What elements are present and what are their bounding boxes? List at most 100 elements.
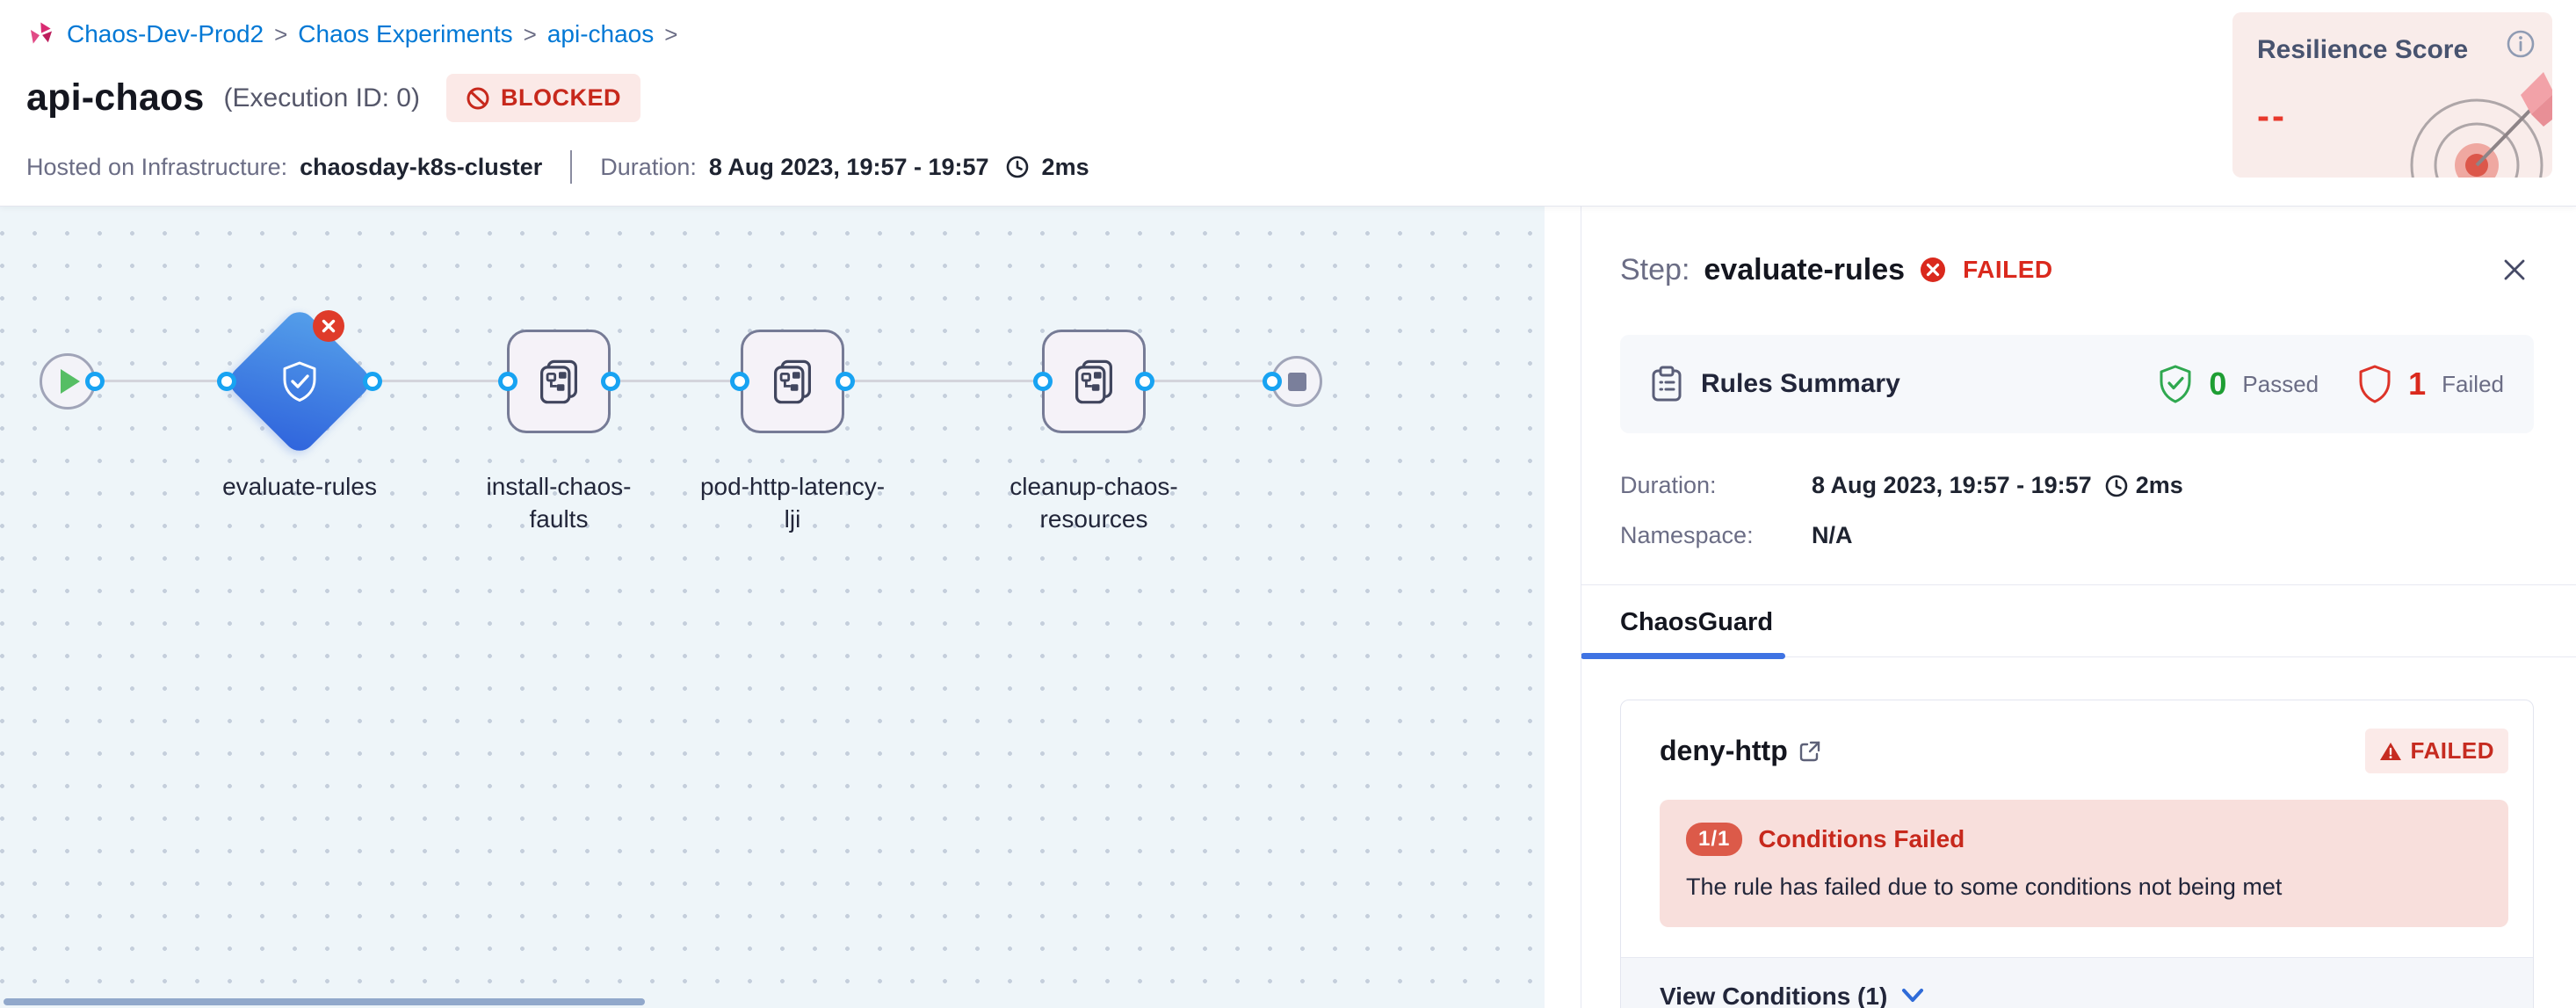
target-illustration — [2410, 72, 2552, 178]
shield-passed-icon — [2160, 365, 2191, 403]
duration-value: 8 Aug 2023, 19:57 - 19:57 — [708, 153, 989, 180]
duration-value: 8 Aug 2023, 19:57 - 19:57 — [1812, 472, 2092, 498]
connector-port — [1135, 372, 1154, 391]
chaos-fault-icon — [1075, 359, 1112, 404]
pipeline-canvas[interactable]: evaluate-rules install-chaos- faults pod… — [0, 207, 1545, 1008]
experiment-meta-row: Hosted on Infrastructure: chaosday-k8s-c… — [26, 150, 2576, 184]
resilience-score-card: Resilience Score -- — [2232, 12, 2552, 178]
pipeline-connector-line — [95, 380, 1272, 382]
shield-failed-icon — [2359, 365, 2391, 403]
conditions-failed-message: The rule has failed due to some conditio… — [1686, 874, 2283, 900]
node-label-cleanup-chaos-resources: cleanup-chaos- resources — [1009, 473, 1178, 533]
conditions-failed-alert: 1/1 Conditions Failed The rule has faile… — [1660, 800, 2508, 927]
failed-status-icon — [1921, 257, 1946, 282]
duration-row: Duration: 8 Aug 2023, 19:57 - 19:57 2ms — [1620, 472, 2534, 499]
hosted-on-label: Hosted on Infrastructure: — [26, 153, 288, 180]
chaos-fault-icon — [774, 359, 811, 404]
node-label-pod-http-latency: pod-http-latency- lji — [699, 473, 886, 533]
chaos-module-icon — [30, 22, 53, 44]
breadcrumb-link-experiment[interactable]: api-chaos — [546, 20, 655, 47]
node-label-install-chaos-faults: install-chaos- faults — [486, 473, 632, 533]
breadcrumb: Chaos-Dev-Prod2 > Chaos Experiments > ap… — [26, 19, 2576, 49]
step-status-text: FAILED — [1963, 256, 2053, 283]
external-link-icon[interactable] — [1798, 740, 1821, 763]
rules-summary-counts: 0 Passed 1 Failed — [2158, 365, 2504, 403]
breadcrumb-separator: > — [523, 20, 537, 47]
rule-card-deny-http: deny-http FAILED — [1620, 700, 2534, 1008]
breadcrumb-link-project[interactable]: Chaos-Dev-Prod2 — [67, 20, 264, 47]
duration-label: Duration: — [600, 153, 697, 180]
step-label: Step: — [1620, 252, 1690, 286]
step-details-panel: Step: evaluate-rules FAILED — [1581, 207, 2576, 1008]
connector-port — [1033, 372, 1053, 391]
step-name: evaluate-rules — [1704, 252, 1906, 286]
chevron-down-icon — [1902, 989, 1924, 1002]
x-icon — [322, 319, 336, 333]
connector-port — [498, 372, 517, 391]
info-icon[interactable] — [2505, 28, 2536, 60]
section-divider — [1581, 584, 2576, 585]
close-panel-button[interactable] — [2495, 250, 2534, 289]
conditions-ratio-badge: 1/1 — [1686, 823, 1743, 856]
panel-tabs: ChaosGuard — [1581, 585, 2576, 659]
connector-port — [85, 372, 105, 391]
canvas-horizontal-scrollbar[interactable] — [4, 998, 645, 1005]
passed-label: Passed — [2242, 370, 2319, 397]
page-title: api-chaos — [26, 76, 205, 119]
namespace-value: N/A — [1812, 522, 1853, 548]
node-failed-badge — [313, 310, 344, 342]
namespace-row: Namespace: N/A — [1620, 522, 2534, 549]
node-install-chaos-faults[interactable] — [507, 330, 611, 433]
conditions-failed-title: Conditions Failed — [1758, 825, 1965, 852]
rule-name[interactable]: deny-http — [1660, 735, 1788, 766]
elapsed-time: 2ms — [2135, 472, 2183, 498]
elapsed-time: 2ms — [1041, 153, 1089, 180]
blocked-icon — [467, 87, 489, 109]
infrastructure-name: chaosday-k8s-cluster — [300, 153, 543, 180]
clipboard-icon — [1652, 366, 1682, 402]
node-evaluate-rules[interactable] — [223, 305, 376, 458]
failed-count: 1 — [2408, 366, 2427, 402]
tab-chaosguard[interactable]: ChaosGuard — [1581, 608, 1786, 659]
rules-summary-title: Rules Summary — [1701, 369, 1900, 398]
clock-icon — [2105, 475, 2127, 497]
connector-port — [217, 372, 236, 391]
node-cleanup-chaos-resources[interactable] — [1042, 330, 1146, 433]
execution-id-label: (Execution ID: 0) — [223, 83, 420, 112]
pipeline-start-node[interactable] — [40, 353, 96, 410]
breadcrumb-separator: > — [274, 20, 288, 47]
title-row: api-chaos (Execution ID: 0) BLOCKED — [26, 74, 2576, 122]
rule-status-badge: FAILED — [2364, 729, 2508, 773]
vertical-divider — [570, 150, 573, 184]
connector-port — [601, 372, 620, 391]
node-pod-http-latency[interactable] — [741, 330, 844, 433]
breadcrumb-link-experiments[interactable]: Chaos Experiments — [298, 20, 513, 47]
rule-card-header: deny-http FAILED — [1621, 700, 2533, 773]
clock-icon — [1006, 156, 1028, 178]
rules-summary-card: Rules Summary 0 Passed 1 Failed — [1620, 335, 2534, 433]
chaos-fault-icon — [540, 359, 577, 404]
main-content: evaluate-rules install-chaos- faults pod… — [0, 207, 2576, 1008]
view-conditions-toggle[interactable]: View Conditions (1) — [1621, 957, 2533, 1008]
panel-header: Step: evaluate-rules FAILED — [1620, 250, 2534, 289]
connector-port — [730, 372, 749, 391]
conditions-failed-heading: 1/1 Conditions Failed — [1686, 823, 2482, 856]
node-label-evaluate-rules: evaluate-rules — [222, 473, 377, 500]
experiment-header: Chaos-Dev-Prod2 > Chaos Experiments > ap… — [0, 0, 2576, 207]
duration-label: Duration: — [1620, 472, 1717, 498]
close-icon — [2504, 259, 2525, 280]
stop-icon — [1287, 372, 1306, 391]
connector-port — [363, 372, 382, 391]
breadcrumb-separator: > — [664, 20, 678, 47]
status-badge-blocked: BLOCKED — [445, 74, 640, 122]
resilience-score-value: -- — [2257, 95, 2287, 136]
warning-icon — [2379, 742, 2401, 760]
step-detail-rows: Duration: 8 Aug 2023, 19:57 - 19:57 2ms … — [1620, 472, 2534, 549]
namespace-label: Namespace: — [1620, 522, 1754, 548]
connector-port — [836, 372, 855, 391]
connector-port — [1263, 372, 1282, 391]
failed-label: Failed — [2442, 370, 2504, 397]
passed-count: 0 — [2209, 366, 2227, 402]
play-icon — [61, 369, 80, 394]
